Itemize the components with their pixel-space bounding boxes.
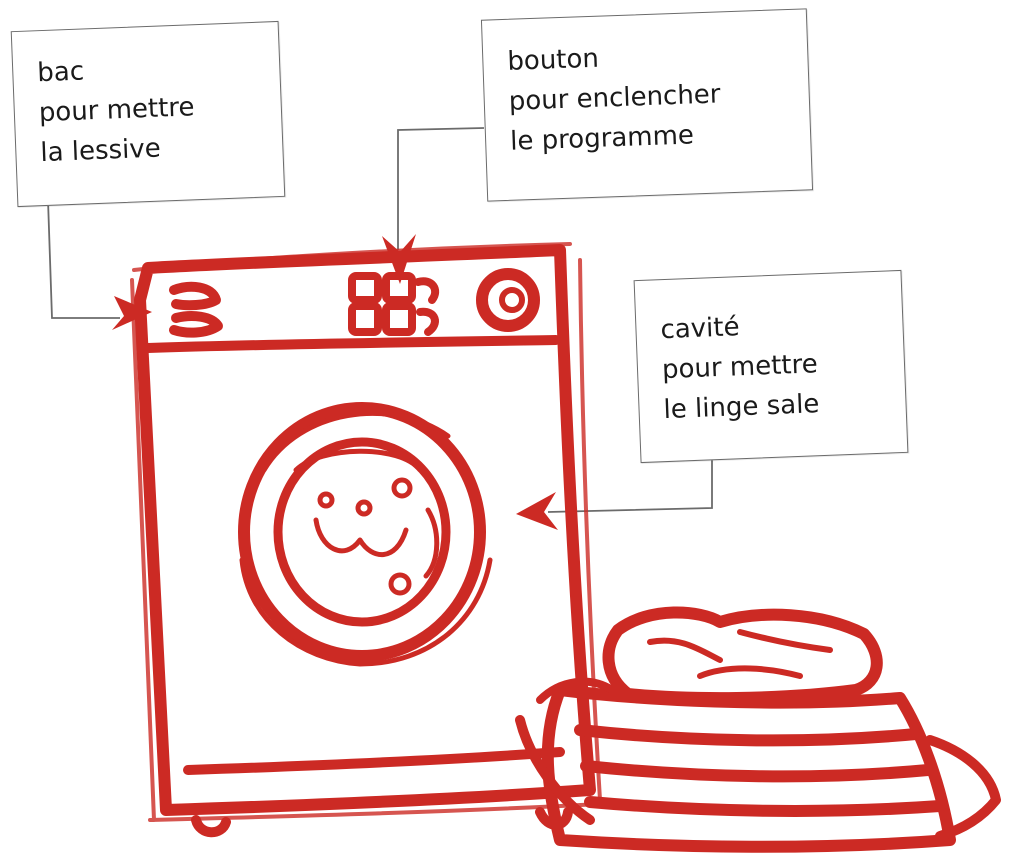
label-cavite-line3: le linge sale [663, 381, 890, 430]
laundry-inside-icon [316, 480, 437, 593]
basket-clothes-top [609, 612, 877, 698]
detergent-drawer-icon [174, 287, 218, 333]
control-panel-divider [148, 340, 556, 348]
leader-line-bouton [398, 128, 484, 250]
label-box-detergent-drawer: bac pour mettre la lessive [11, 21, 286, 207]
program-buttons-icon [352, 276, 435, 332]
program-dial-icon [482, 274, 534, 326]
label-bac-line3: la lessive [40, 124, 267, 173]
basket-stripes [580, 730, 940, 811]
basket-clothes-detail [650, 632, 830, 676]
leader-line-bac [48, 200, 120, 318]
label-bouton-line3: le programme [510, 112, 795, 162]
machine-plinth [188, 752, 560, 770]
label-box-drum-cavity: cavité pour mettre le linge sale [634, 270, 909, 463]
arrow-cavite-icon [516, 492, 558, 530]
label-box-program-button: bouton pour enclencher le programme [481, 8, 813, 201]
